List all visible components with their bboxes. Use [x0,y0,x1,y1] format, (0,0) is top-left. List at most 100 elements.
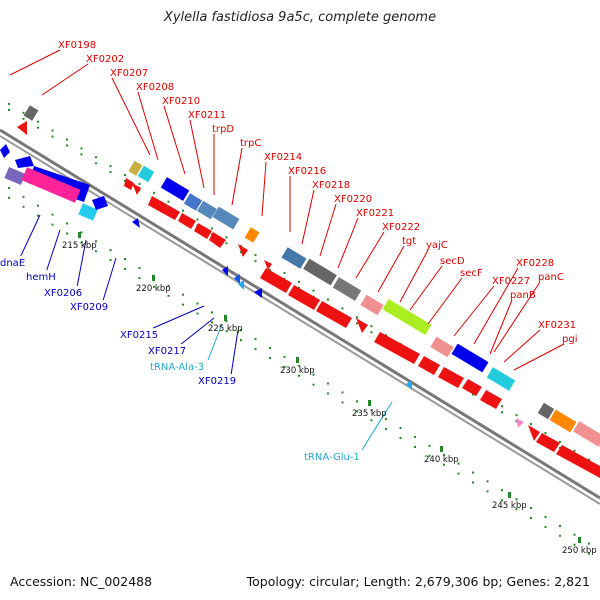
gene-arrow[interactable] [209,232,226,248]
gene-box[interactable] [360,294,384,316]
gene-arrow[interactable] [0,144,10,158]
gene-label[interactable]: tRNA-Ala-3 [150,362,204,373]
gene-box[interactable] [430,336,454,358]
tick-label: 230 kbp [280,366,315,376]
gene-label[interactable]: XF0211 [188,110,226,121]
gene-label[interactable]: XF0198 [58,40,96,51]
gene-arrow[interactable] [254,288,262,298]
gene-box[interactable] [137,165,155,183]
gene-arrow[interactable] [92,196,108,210]
gene-arrow[interactable] [406,380,412,390]
gene-label[interactable]: XF0231 [538,320,576,331]
gene-label[interactable]: XF0206 [44,288,82,299]
gene-label[interactable]: tRNA-Glu-1 [304,452,360,463]
gene-arrow[interactable] [132,218,140,228]
tick-dot [356,410,358,413]
gene-label[interactable]: XF0208 [136,82,174,93]
gene-label[interactable]: XF0210 [162,96,200,107]
gene-arrow[interactable] [238,280,244,290]
gene-box[interactable] [4,166,26,186]
gene-box[interactable] [197,200,217,220]
gene-arrow[interactable] [316,301,352,328]
gene-box[interactable] [21,167,81,203]
gene-label[interactable]: XF0217 [148,346,186,357]
tick-dot [399,427,402,430]
gene-label[interactable]: XF0218 [312,180,350,191]
gene-label[interactable]: tgt [402,236,416,247]
gene-label[interactable]: XF0209 [70,302,108,313]
gene-arrow[interactable] [418,356,440,375]
gene-arrow[interactable] [438,367,464,388]
gene-arrow[interactable] [164,205,180,220]
gene-label[interactable]: trpC [240,138,261,149]
gene-label[interactable]: panB [510,290,536,301]
gene-arrow[interactable] [528,425,540,441]
gene-arrow[interactable] [356,318,368,333]
gene-label[interactable]: XF0222 [382,222,420,233]
gene-arrow[interactable] [264,260,272,270]
gene-arrow[interactable] [288,285,320,310]
tick-dot [225,236,228,239]
gene-arrow[interactable] [238,244,248,257]
gene-label[interactable]: XF0215 [120,330,158,341]
gene-box[interactable] [573,421,600,447]
tick-dot [370,409,373,412]
gene-arrow[interactable] [178,213,196,229]
gene-box[interactable] [281,247,307,269]
gene-arrow[interactable] [462,379,482,396]
gene-box[interactable] [23,105,39,121]
gene-box[interactable] [244,227,260,243]
gene-box[interactable] [78,203,98,221]
tick-dot [51,213,54,216]
gene-box[interactable] [128,160,143,176]
gene-arrow[interactable] [480,390,502,409]
gene-label[interactable]: XF0228 [516,258,554,269]
gene-arrow[interactable] [15,156,34,168]
tick-dot [573,449,576,452]
gene-arrow[interactable] [234,274,240,284]
leader-line [399,249,429,303]
gene-label[interactable]: XF0221 [356,208,394,219]
gene-label[interactable]: secD [440,256,465,267]
tick-dot [428,454,431,457]
gene-label[interactable]: XF0220 [334,194,372,205]
gene-label[interactable]: XF0219 [198,376,236,387]
gene-label[interactable]: trpD [212,124,234,135]
tick-dot [66,232,68,235]
gene-arrow[interactable] [148,196,168,214]
gene-arrow[interactable] [516,418,524,428]
gene-arrow[interactable] [194,223,212,239]
gene-arrow[interactable] [260,268,292,293]
gene-arrow[interactable] [132,183,141,195]
gene-box[interactable] [451,343,489,373]
gene-label[interactable]: yajC [426,240,448,251]
gene-arrow[interactable] [374,332,420,364]
gene-box[interactable] [212,206,240,230]
gene-box[interactable] [486,367,516,391]
gene-label[interactable]: hemH [26,272,56,283]
gene-label[interactable]: XF0202 [86,54,124,65]
gene-label[interactable]: XF0214 [264,152,302,163]
tick-dot [385,334,387,337]
gene-arrow[interactable] [222,266,228,276]
gene-label[interactable]: XF0207 [110,68,148,79]
gene-box[interactable] [183,193,203,211]
gene-box[interactable] [537,402,555,420]
gene-label[interactable]: XF0227 [492,276,530,287]
gene-label[interactable]: pgi [562,334,577,345]
gene-label[interactable]: secF [460,268,483,279]
gene-label[interactable]: XF0216 [288,166,326,177]
tick-label: 235 kbp [352,409,387,419]
gene-arrow[interactable] [556,445,600,478]
gene-label[interactable]: dnaE [0,258,25,269]
tick-dot [283,355,286,358]
gene-arrow[interactable] [536,433,560,452]
gene-label[interactable]: panC [538,272,564,283]
gene-arrow[interactable] [124,178,134,190]
gene-box[interactable] [303,258,337,286]
gene-box[interactable] [332,277,362,301]
gene-box[interactable] [160,177,190,201]
gene-box[interactable] [382,298,432,336]
gene-box[interactable] [549,409,577,433]
gene-arrow[interactable] [17,121,27,135]
